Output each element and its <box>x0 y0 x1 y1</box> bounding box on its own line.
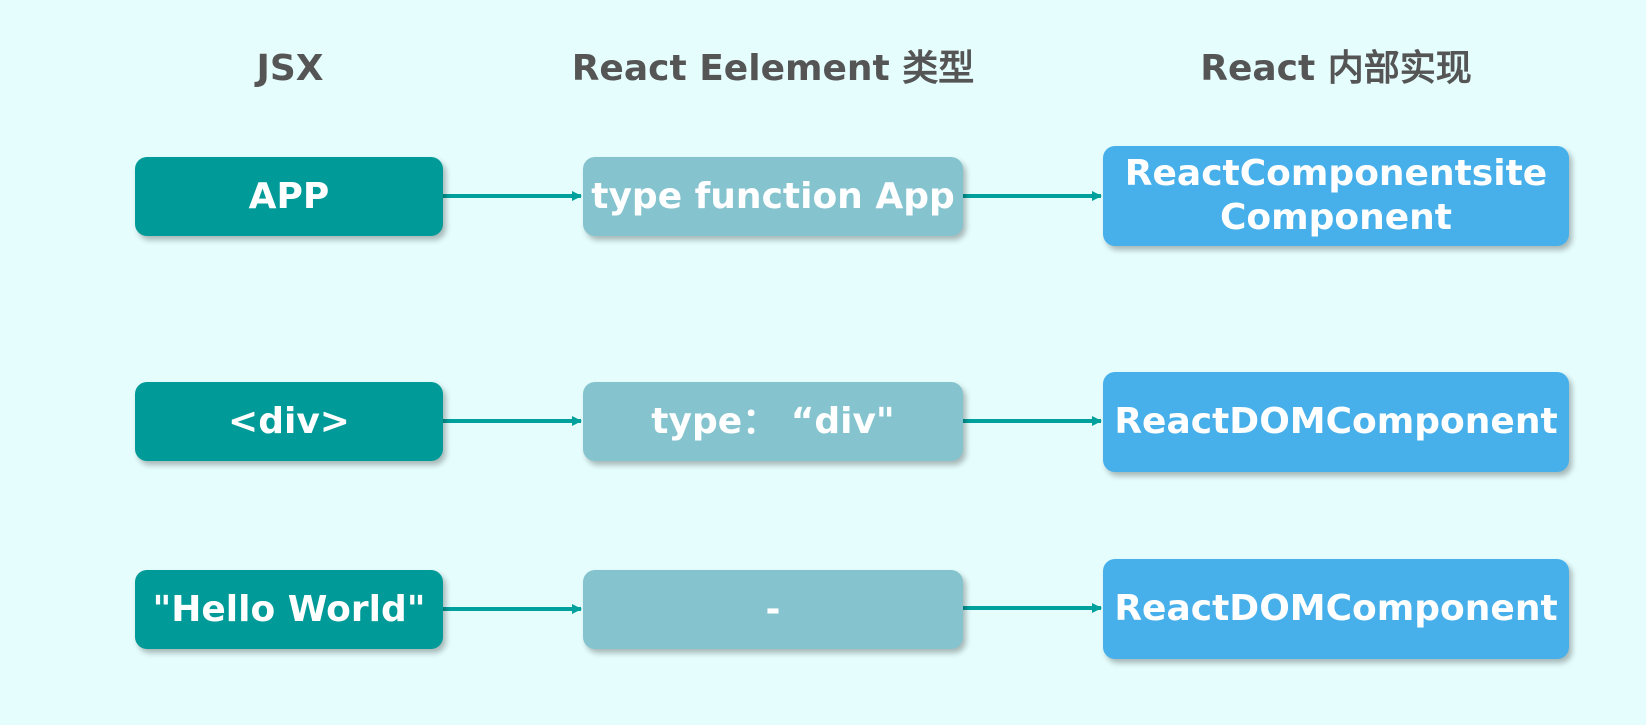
impl-box-react-dom-component-2: ReactDOMComponent <box>1103 559 1569 659</box>
impl-box-react-dom-component-1: ReactDOMComponent <box>1103 372 1569 472</box>
jsx-box-div: <div> <box>135 382 443 461</box>
header-jsx: JSX <box>256 48 324 89</box>
jsx-box-app: APP <box>135 157 443 236</box>
element-box-type-function-app: type function App <box>583 157 963 236</box>
header-react-internal-implementation: React 内部实现 <box>1200 48 1472 89</box>
header-react-element-type: React Eelement 类型 <box>571 48 975 89</box>
element-box-none: - <box>583 570 963 649</box>
impl-box-react-composite-component: ReactComponentsite Component <box>1103 146 1569 246</box>
jsx-box-hello-world: "Hello World" <box>135 570 443 649</box>
element-box-type-div: type： “div" <box>583 382 963 461</box>
